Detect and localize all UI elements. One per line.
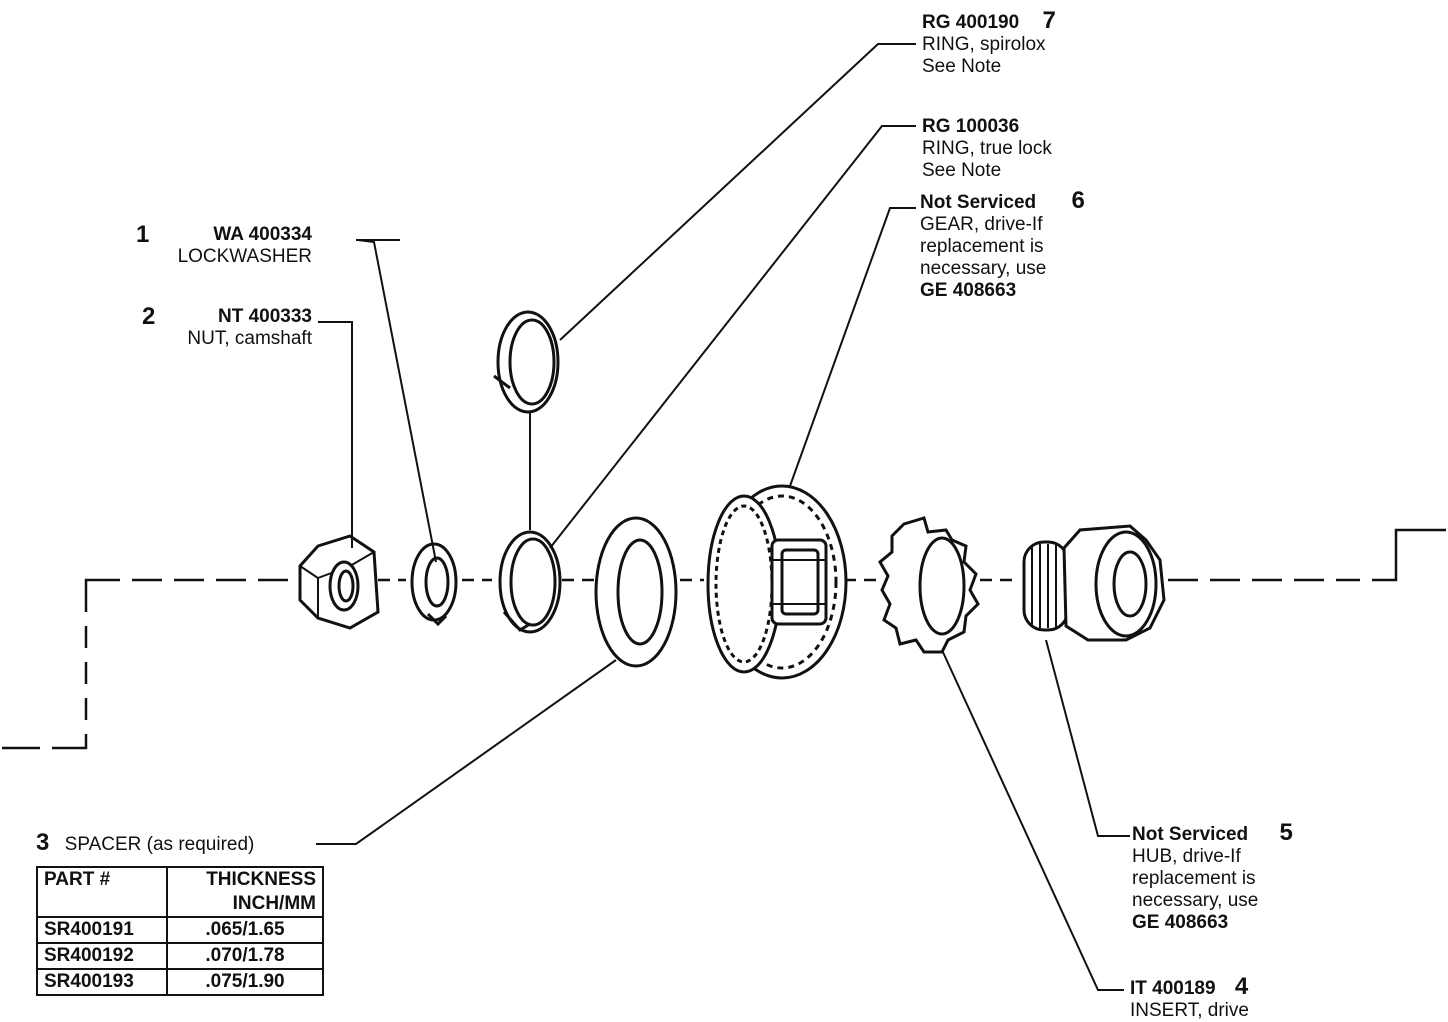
callout-number: 3 [36,829,50,856]
part-description: SPACER (as required) [64,834,255,855]
table-cell-thickness: .075/1.90 [166,968,324,996]
part-number: WA 400334 [213,224,312,245]
callout-number: 1 [136,221,150,248]
leader-spirolox [559,43,916,341]
hex-nut-part [298,534,380,630]
part-description: replacement is [920,236,1044,257]
callout-true-lock-ring: RG 100036 RING, true lock See Note [922,116,1052,182]
true-lock-ring-part [498,530,562,634]
callout-7: RG 400190 7 RING, spirolox See Note [922,7,1056,78]
callout-3: 3 SPACER (as required) [36,829,255,856]
part-number: IT 400189 [1130,978,1216,999]
part-description: NUT, camshaft [187,328,312,349]
part-number: NT 400333 [217,306,312,327]
callout-number: 2 [142,303,156,330]
part-description: GEAR, drive-If [920,214,1043,235]
spirolox-ring-part [493,310,560,414]
table-cell-thickness: .070/1.78 [166,942,324,970]
callout-5: Not Serviced 5 HUB, drive-If replacement… [1132,819,1293,934]
callout-4: IT 400189 4 INSERT, drive [1130,973,1249,1022]
drive-gear-part [706,484,848,680]
drive-hub-part [1022,524,1166,642]
column-header-part: PART # [36,866,168,918]
callout-number: 4 [1234,973,1249,1000]
part-description: RING, spirolox [922,34,1046,55]
part-description: LOCKWASHER [177,246,312,267]
table-row: SR400192 .070/1.78 [36,942,324,970]
part-number: RG 400190 [922,12,1020,33]
leader-hub [1045,639,1130,837]
leader-lockwasher [357,239,437,563]
table-cell-thickness: .065/1.65 [166,916,324,944]
part-description: HUB, drive-If [1132,846,1241,867]
alternate-part-number: GE 408663 [920,280,1017,301]
leader-lines [316,43,1130,991]
spacer-part [594,516,678,668]
part-description: RING, true lock [922,138,1052,159]
table-cell-part: SR400193 [36,968,168,996]
part-description: replacement is [1132,868,1256,889]
part-description: INSERT, drive [1130,1000,1249,1021]
alternate-part-number: GE 408663 [1132,912,1229,933]
leader-gear [789,207,916,487]
callout-6: Not Serviced 6 GEAR, drive-If replacemen… [920,187,1085,302]
table-cell-part: SR400191 [36,916,168,944]
part-description: necessary, use [1132,890,1259,911]
part-number: Not Serviced [1132,824,1249,845]
leader-nut [318,321,353,548]
drive-insert-part [878,516,980,654]
part-number: Not Serviced [920,192,1037,213]
leader-spacer [316,659,617,845]
callout-number: 6 [1071,187,1085,214]
table-row: SR400191 .065/1.65 [36,916,324,944]
callout-number: 5 [1279,819,1293,846]
center-axis [2,528,1446,750]
callout-number: 7 [1042,7,1056,34]
callout-2: 2 NT 400333 NUT, camshaft [142,303,312,350]
part-note: See Note [922,160,1002,181]
leader-true-lock [549,125,916,549]
callout-1: 1 WA 400334 LOCKWASHER [136,221,312,268]
leader-insert [941,649,1124,991]
table-cell-part: SR400192 [36,942,168,970]
part-note: See Note [922,56,1002,77]
part-number: RG 100036 [922,116,1020,137]
lockwasher-part [410,542,458,627]
part-description: necessary, use [920,258,1047,279]
table-row: SR400193 .075/1.90 [36,968,324,996]
